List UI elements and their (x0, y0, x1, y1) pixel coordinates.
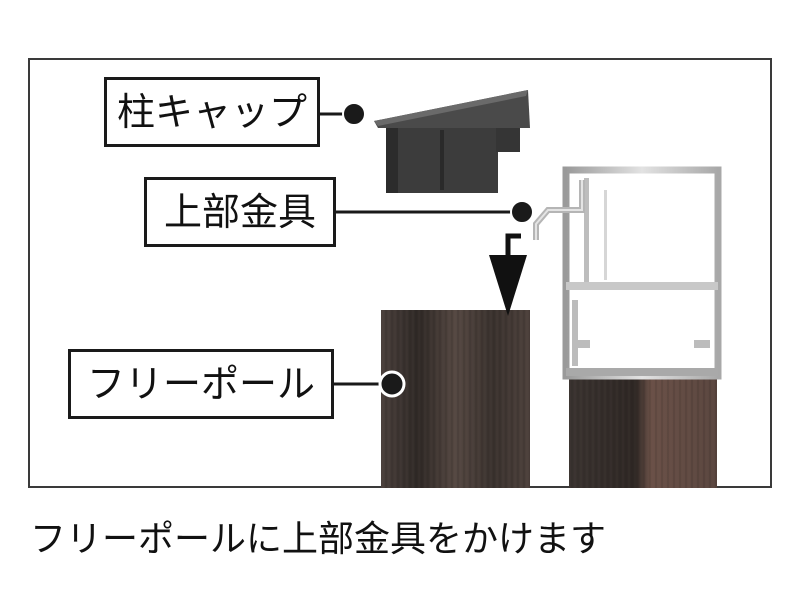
down-arrow (489, 233, 527, 316)
top-bracket-hook (533, 180, 585, 240)
caption: フリーポールに上部金具をかけます (30, 519, 607, 560)
bracket-leader (334, 200, 534, 224)
pole-leader (332, 370, 406, 398)
post-cap (374, 90, 530, 193)
bracket-label: 上部金具 (144, 177, 336, 247)
cap-leader (318, 102, 366, 126)
free-pole (381, 310, 530, 488)
assembled-post (562, 166, 722, 488)
pole-label: フリーポール (68, 349, 334, 419)
cap-label: 柱キャップ (104, 77, 320, 147)
